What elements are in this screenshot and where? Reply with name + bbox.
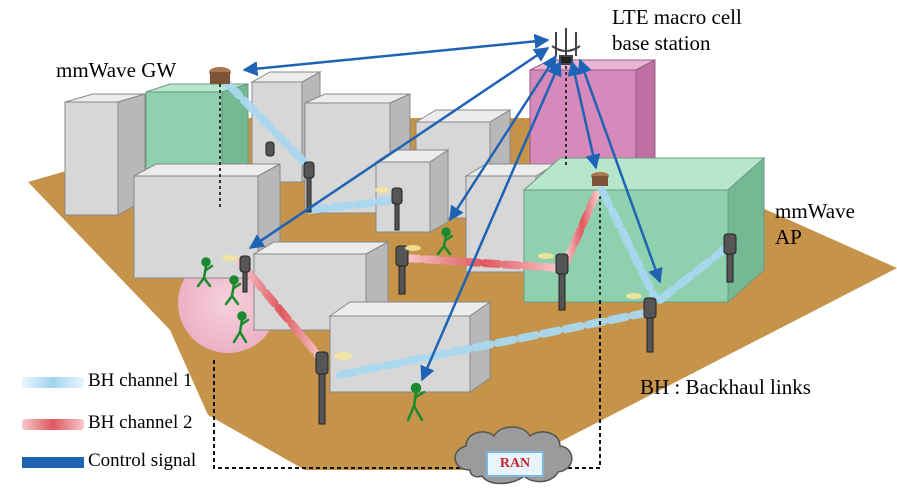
building-back-left [64,93,146,216]
lte-label-line1: LTE macro cell [612,5,742,29]
control-signals [242,33,663,382]
ap-pole-6 [723,233,737,283]
user-5-icon [406,382,426,422]
user-3-icon [232,311,250,344]
ap-pole-9 [265,141,275,157]
ap-pole-3 [395,245,409,295]
ap-pole-5 [643,297,657,353]
user-1-icon [196,257,214,288]
ap-label-line2: AP [775,225,802,249]
mmwave-ap-top-icon [591,172,609,186]
mmwave-gw-icon [209,67,231,84]
legend-label-bh1: BH channel 1 [88,370,193,391]
lte-label-line2: base station [612,31,711,55]
user-2-icon [224,275,242,306]
ap-label-line1: mmWave [775,199,855,223]
legend-label-bh2: BH channel 2 [88,412,193,433]
gateway-label: mmWave GW [56,58,177,82]
vertical-cables [219,60,601,296]
legend-swatches [22,377,84,468]
ran-cloud-icon [454,426,573,485]
bh-note-label: BH : Backhaul links [640,375,811,399]
legend-label-control: Control signal [88,450,197,471]
ap-pole-2 [239,255,251,293]
ap-pole-1 [315,351,329,425]
ran-label: RAN [499,456,531,471]
ran-wires [213,300,601,469]
lte-base-station-icon [551,28,581,65]
